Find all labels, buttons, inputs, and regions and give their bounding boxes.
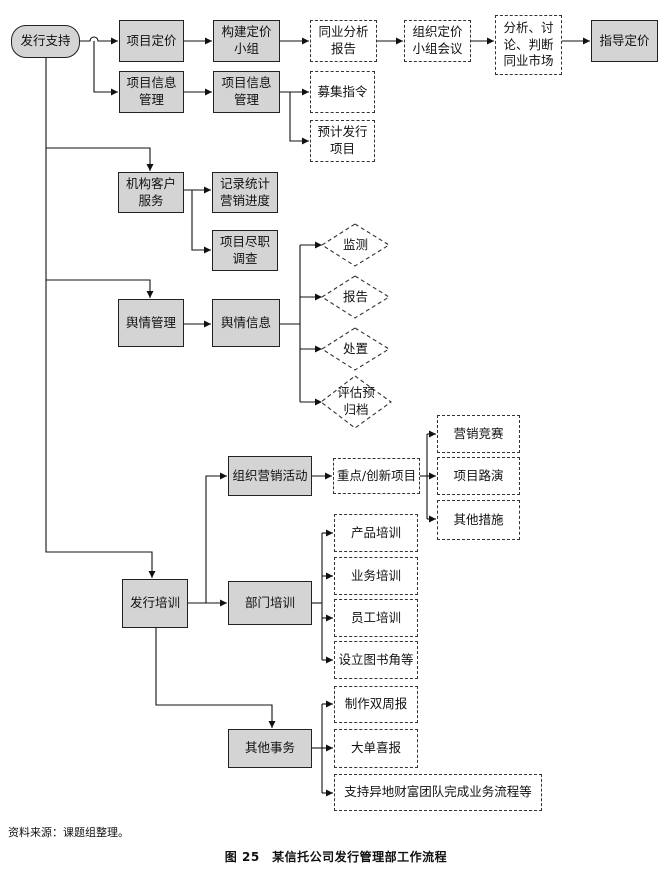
peer-analysis-report: 同业分析 报告: [310, 20, 377, 62]
pricing-group-meeting: 组织定价 小组会议: [404, 20, 471, 62]
project-pricing: 项目定价: [119, 20, 184, 62]
business-training: 业务培训: [334, 557, 418, 595]
support-remote-teams: 支持异地财富团队完成业务流程等: [334, 774, 542, 811]
other-measures: 其他措施: [437, 500, 520, 540]
public-opinion-info: 舆情信息: [212, 299, 280, 347]
institutional-client-service: 机构客户 服务: [118, 172, 184, 213]
evaluate-archive-diamond: [320, 375, 392, 429]
report-label: 报告: [342, 288, 368, 304]
figure-caption: 图 25 某信托公司发行管理部工作流程: [224, 850, 448, 864]
big-deal-report: 大单喜报: [334, 729, 418, 768]
expected-issue-project: 预计发行 项目: [310, 120, 375, 162]
source-note: 资料来源：课题组整理。: [8, 826, 129, 839]
dispose-diamond: [320, 327, 391, 371]
book-corner: 设立图书角等: [334, 641, 418, 679]
monitor-diamond: [320, 223, 391, 267]
dispose-label: 处置: [342, 340, 368, 356]
public-opinion-mgmt: 舆情管理: [118, 299, 184, 347]
project-info-mgmt: 项目信息 管理: [119, 71, 184, 113]
marketing-contest: 营销竞赛: [437, 415, 520, 453]
analyze-discuss-judge: 分析、讨 论、判断 同业市场: [495, 15, 562, 75]
start-issue-support: 发行支持: [11, 25, 80, 58]
organize-marketing-activities: 组织营销活动: [228, 456, 312, 496]
project-info-mgmt-2: 项目信息 管理: [213, 71, 280, 113]
other-affairs: 其他事务: [228, 729, 312, 768]
report-diamond: [320, 275, 391, 319]
biweekly-report: 制作双周报: [334, 686, 418, 723]
dept-training: 部门培训: [228, 581, 312, 625]
record-marketing-progress: 记录统计 营销进度: [212, 172, 278, 213]
fundraising-instruction: 募集指令: [310, 71, 375, 113]
build-pricing-group: 构建定价 小组: [213, 20, 280, 62]
issue-training: 发行培训: [122, 579, 188, 628]
monitor-label: 监测: [342, 236, 368, 252]
project-due-diligence: 项目尽职 调查: [212, 230, 278, 271]
key-new-projects: 重点/创新项目: [333, 458, 420, 494]
project-roadshow: 项目路演: [437, 457, 520, 495]
evaluate-archive-label: 评估预 归档: [337, 385, 375, 417]
product-training: 产品培训: [334, 514, 418, 552]
guide-pricing: 指导定价: [591, 20, 658, 62]
staff-training: 员工培训: [334, 599, 418, 637]
